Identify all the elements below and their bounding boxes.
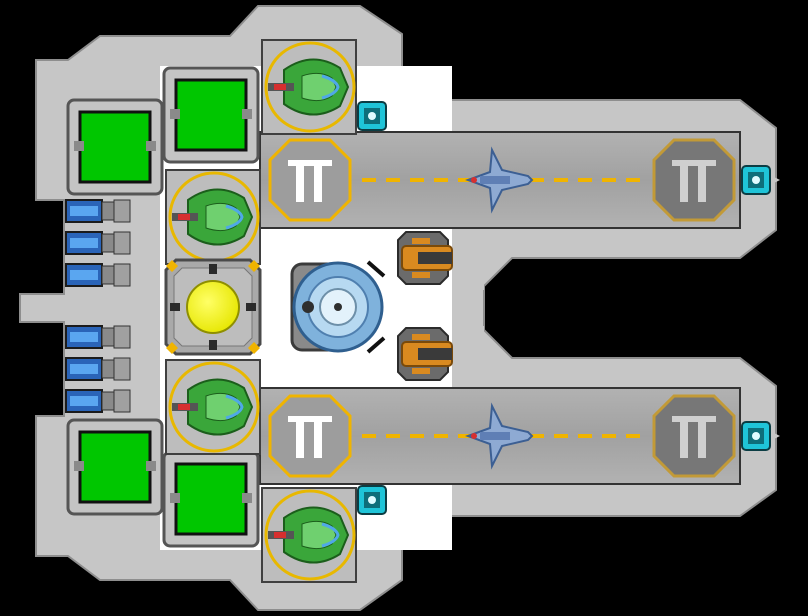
beacon-icon[interactable] [741, 421, 780, 451]
thruster-icon [65, 389, 131, 413]
beacon-icon[interactable] [741, 165, 780, 195]
reactor-core-icon[interactable] [164, 258, 262, 356]
upper-hangar [259, 131, 741, 229]
fighter-icon[interactable] [465, 402, 534, 470]
lower-hangar [259, 387, 741, 485]
landing-pad-icon [268, 138, 352, 222]
thruster-icon [65, 263, 131, 287]
storage-bay[interactable] [66, 418, 164, 516]
deck-cutout-lower [452, 326, 484, 386]
thruster-icon [65, 231, 131, 255]
plasma-turret-icon[interactable] [165, 169, 261, 265]
shield-generator-icon[interactable] [290, 260, 386, 354]
thruster-icon [65, 357, 131, 381]
plasma-turret-icon[interactable] [261, 39, 357, 135]
plasma-turret-icon[interactable] [165, 359, 261, 455]
fighter-icon[interactable] [465, 146, 534, 214]
deck-cutout-upper [452, 230, 484, 290]
storage-bay[interactable] [66, 98, 164, 196]
plasma-turret-icon[interactable] [261, 487, 357, 583]
cannon-icon[interactable] [397, 327, 453, 381]
landing-pad-icon [268, 394, 352, 478]
beacon-icon[interactable] [357, 101, 387, 131]
thruster-icon [65, 199, 131, 223]
storage-bay[interactable] [162, 450, 260, 548]
storage-bay[interactable] [162, 66, 260, 164]
thruster-icon [65, 325, 131, 349]
beacon-icon[interactable] [357, 485, 387, 515]
cannon-icon[interactable] [397, 231, 453, 285]
landing-pad-icon [652, 138, 736, 222]
landing-pad-icon [652, 394, 736, 478]
